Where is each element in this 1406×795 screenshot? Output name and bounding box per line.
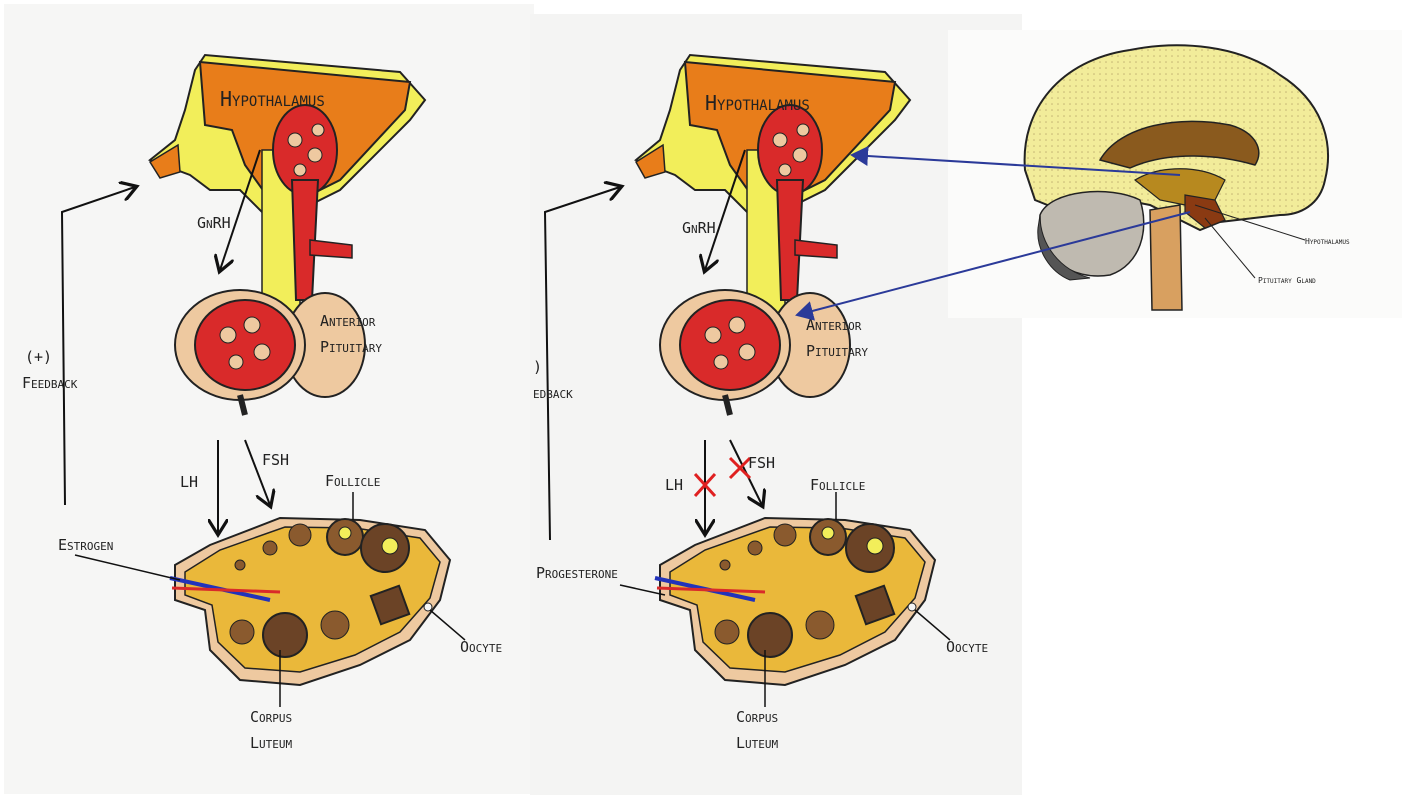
right-oocyte-label: Oocyte (946, 638, 988, 656)
left-gnrh-label: GnRH (197, 214, 231, 232)
left-corpus-label: Corpus (250, 708, 292, 726)
right-feedback-label: edback (533, 384, 573, 402)
left-hormone-label: Estrogen (58, 536, 113, 554)
right-gnrh-label: GnRH (682, 219, 716, 237)
right-feedback-sign: ) (533, 358, 542, 376)
right-corpus-label: Corpus (736, 708, 778, 726)
left-lh-label: LH (180, 473, 198, 491)
left-oocyte-label: Oocyte (460, 638, 502, 656)
left-pituitary-label: Pituitary (320, 338, 382, 356)
right-luteum-label: Luteum (736, 734, 779, 752)
brain-hypothalamus-label: Hypothalamus (1305, 237, 1350, 246)
right-lh-label: LH (665, 476, 683, 494)
right-fsh-label: FSH (748, 454, 775, 472)
brain-pituitary-gland-label: Pituitary Gland (1258, 276, 1316, 285)
left-feedback-label: Feedback (22, 374, 78, 392)
right-hormone-label: Progesterone (536, 564, 618, 582)
right-anterior-label: Anterior (806, 316, 862, 334)
left-follicle-label: Follicle (325, 472, 380, 490)
left-luteum-label: Luteum (250, 734, 293, 752)
right-follicle-label: Follicle (810, 476, 865, 494)
left-feedback-sign: (+) (25, 348, 52, 366)
left-anterior-label: Anterior (320, 312, 376, 330)
right-pituitary-label: Pituitary (806, 342, 868, 360)
left-fsh-label: FSH (262, 451, 289, 469)
left-hypothalamus-label: Hypothalamus (220, 87, 325, 111)
right-hypothalamus-label: Hypothalamus (705, 91, 810, 115)
